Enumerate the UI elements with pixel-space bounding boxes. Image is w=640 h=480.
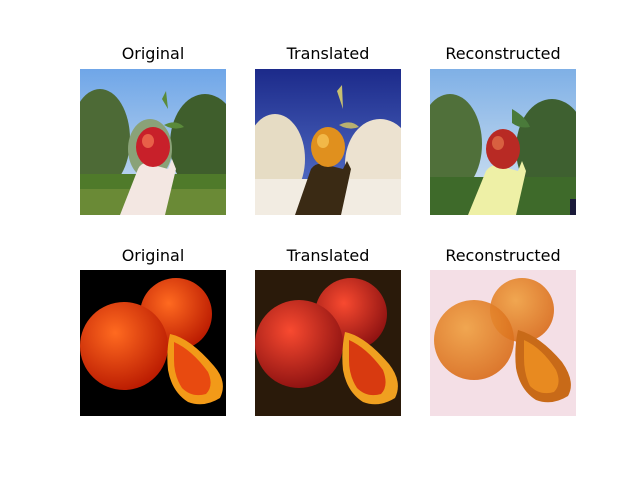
image-translated-apple [255,69,401,215]
panel-title-reconstructed-2: Reconstructed [445,246,561,265]
panel-title-translated-1: Translated [286,44,370,63]
panel-title-original-1: Original [121,44,185,63]
image-original-oranges [80,270,226,416]
image-reconstructed-apple [430,69,576,215]
panel-title-translated-2: Translated [286,246,370,265]
panel-title-original-2: Original [121,246,185,265]
image-translated-oranges [255,270,401,416]
image-reconstructed-oranges [430,270,576,416]
panel-title-reconstructed-1: Reconstructed [445,44,561,63]
image-original-apple [80,69,226,215]
